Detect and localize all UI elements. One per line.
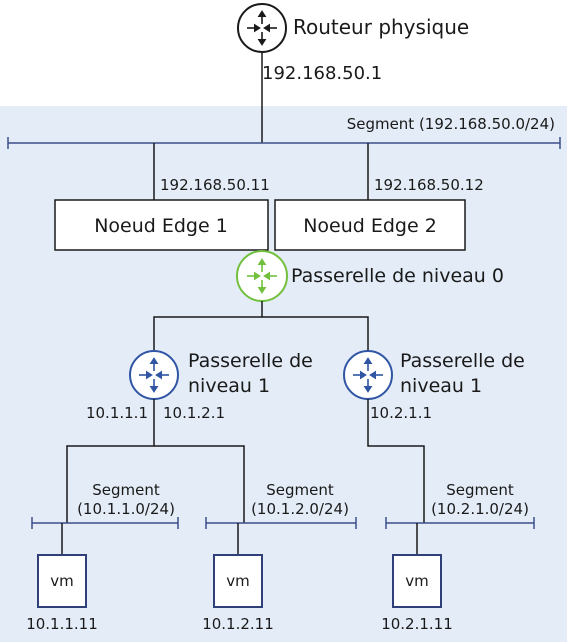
segment-3-label-line1: Segment [446, 481, 514, 499]
segment-1-line [31, 517, 179, 529]
tier1-gateway-a-ip-right: 10.1.2.1 [163, 404, 225, 422]
vm-1-label: vm [50, 572, 74, 590]
tier0-gateway-icon [236, 250, 288, 302]
segment-2-line [205, 517, 357, 529]
tier1-segment-connectors [66, 399, 425, 523]
physical-router-ip: 192.168.50.1 [262, 63, 382, 84]
physical-router-icon [237, 3, 287, 53]
tier0-tier1-connectors [153, 301, 369, 351]
uplink-segment-label: Segment (192.168.50.0/24) [347, 115, 555, 133]
vm-2-box [213, 554, 263, 608]
segment-1-label-line1: Segment [92, 481, 160, 499]
edge2-ip: 192.168.50.12 [374, 176, 484, 194]
physical-router-label: Routeur physique [293, 15, 469, 39]
vm-2-ip: 10.1.2.11 [202, 615, 274, 633]
segment-2-label-line1: Segment [266, 481, 334, 499]
vm-3-label: vm [405, 572, 429, 590]
vm-3-box [392, 554, 442, 608]
edge-node-2-box [274, 199, 466, 251]
vm-1-box [37, 554, 87, 608]
segment-2-label-line2: (10.1.2.0/24) [251, 500, 349, 518]
tier0-gateway-label: Passerelle de niveau 0 [291, 265, 504, 287]
edge-node-1-label: Noeud Edge 1 [94, 215, 228, 237]
segment-vm-connectors [61, 523, 418, 555]
vm-3-ip: 10.2.1.11 [381, 615, 453, 633]
segment-3-label-line2: (10.2.1.0/24) [431, 500, 529, 518]
tier1-gateway-a-label-line1: Passerelle de [188, 350, 313, 372]
segment-1-label-line2: (10.1.1.0/24) [77, 500, 175, 518]
tier1-gateway-b-label-line1: Passerelle de [400, 350, 525, 372]
tier1-gateway-b-ip: 10.2.1.1 [370, 404, 432, 422]
vm-2-label: vm [226, 572, 250, 590]
uplink-segment-line [7, 137, 561, 149]
tier1-gateway-b-label-line2: niveau 1 [400, 375, 482, 397]
edge-node-1-box [54, 199, 269, 251]
edge1-ip: 192.168.50.11 [160, 176, 270, 194]
tier1-gateway-a-icon [129, 350, 179, 400]
vm-1-ip: 10.1.1.11 [26, 615, 98, 633]
tier1-gateway-a-ip-left: 10.1.1.1 [86, 404, 148, 422]
edge-node-2-label: Noeud Edge 2 [303, 215, 437, 237]
tier1-gateway-a-label-line2: niveau 1 [188, 375, 270, 397]
tier1-gateway-b-icon [343, 350, 393, 400]
network-background-band [0, 106, 567, 642]
segment-3-line [385, 517, 535, 529]
